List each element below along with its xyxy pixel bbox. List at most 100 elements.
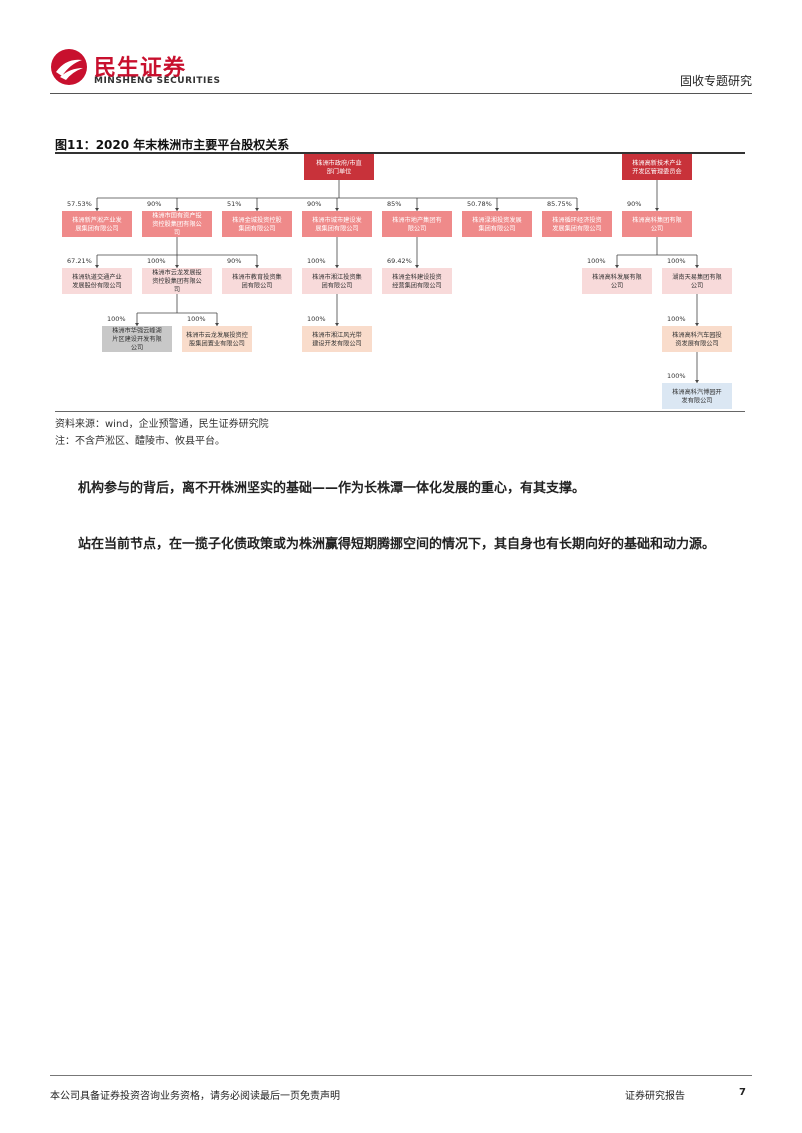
arrow-head <box>335 208 339 211</box>
body-paragraph-1: 机构参与的背后，离不开株洲坚实的基础——作为长株潭一体化发展的重心，有其支撑。 <box>78 481 586 496</box>
ownership-percent: 85% <box>387 200 401 208</box>
org-box-label: 建设开发有限公司 <box>312 339 362 347</box>
org-box-label: 株洲金城投资控股 <box>232 216 282 224</box>
org-box-label: 株洲高科汽车园投 <box>672 331 722 339</box>
org-box-label: 发展股份有限公司 <box>72 281 122 289</box>
ownership-percent: 100% <box>667 315 686 323</box>
org-box-label: 株洲高科汽博园开 <box>672 388 722 396</box>
footer-report-type: 证券研究报告 <box>625 1091 685 1102</box>
org-box-label: 株洲市云龙发展投 <box>152 269 202 277</box>
ownership-percent: 90% <box>627 200 641 208</box>
org-box-label: 公司 <box>131 345 143 352</box>
footer-disclaimer: 本公司具备证券投资咨询业务资格，请务必阅读最后一页免责声明 <box>50 1091 340 1102</box>
org-box-gov <box>304 154 374 180</box>
org-box-label: 限公司 <box>408 224 427 232</box>
org-box-label: 株洲轨道交通产业 <box>72 273 122 281</box>
org-box-label: 株洲市政府/市直 <box>316 159 361 167</box>
org-box-label: 湖南天易集团有限 <box>672 273 722 281</box>
ownership-percent: 50.78% <box>467 200 492 208</box>
org-box-qiche <box>662 326 732 352</box>
org-box-label: 发展集团有限公司 <box>552 224 602 232</box>
org-box-guidao <box>62 268 132 294</box>
arrow-head <box>695 380 699 383</box>
org-box-label: 司 <box>174 230 180 237</box>
ownership-percent: 90% <box>227 257 241 265</box>
org-box-jiaoyu <box>222 268 292 294</box>
footer-divider <box>50 1075 752 1076</box>
org-box-label: 株洲渌湘投资发展 <box>472 216 522 224</box>
org-box-label: 株洲市城市建设发 <box>312 216 362 224</box>
org-box-label: 株洲市湘江投资集 <box>312 273 362 281</box>
org-box-label: 开发区管理委员会 <box>632 167 682 175</box>
arrow-head <box>615 265 619 268</box>
ownership-percent: 100% <box>587 257 606 265</box>
ownership-percent: 57.53% <box>67 200 92 208</box>
ownership-percent: 100% <box>147 257 166 265</box>
org-box-label: 株洲高新技术产业 <box>632 159 682 167</box>
arrow-head <box>415 265 419 268</box>
org-box-dichan <box>382 211 452 237</box>
arrow-head <box>255 265 259 268</box>
org-box-jincheng <box>222 211 292 237</box>
org-box-label: 集团有限公司 <box>238 224 275 232</box>
arrow-head <box>695 265 699 268</box>
org-box-label: 团有限公司 <box>242 281 273 289</box>
org-box-label: 株洲高科发展有限 <box>592 273 642 281</box>
ownership-percent: 100% <box>667 257 686 265</box>
org-box-label: 经营集团有限公司 <box>392 281 442 289</box>
ownership-percent: 85.75% <box>547 200 572 208</box>
org-box-yanjiang <box>542 211 612 237</box>
ownership-percent: 67.21% <box>67 257 92 265</box>
ownership-percent: 69.42% <box>387 257 412 265</box>
org-box-label: 株洲市湘江风光带 <box>312 331 362 339</box>
org-box-chengjian <box>302 211 372 237</box>
ownership-percent: 100% <box>667 372 686 380</box>
ownership-percent: 51% <box>227 200 241 208</box>
arrow-head <box>575 208 579 211</box>
ownership-percent: 100% <box>307 257 326 265</box>
org-box-label: 集团有限公司 <box>478 224 515 232</box>
org-box-label: 株洲市国有资产投 <box>152 212 202 220</box>
figure-top-rule <box>55 152 745 154</box>
arrow-head <box>335 323 339 326</box>
body-paragraph-2: 站在当前节点，在一揽子化债政策或为株洲赢得短期腾挪空间的情况下，其自身也有长期向… <box>78 537 716 552</box>
org-box-label: 资控股集团有限公 <box>152 277 202 285</box>
arrow-head <box>215 323 219 326</box>
org-box-lushu <box>462 211 532 237</box>
page-number: 7 <box>739 1087 746 1098</box>
figure-source: 资料来源：wind，企业预警通，民生证券研究院 <box>55 419 269 430</box>
org-box-label: 株洲新芦淞产业发 <box>72 216 122 224</box>
org-box-jinke <box>382 268 452 294</box>
ownership-percent: 90% <box>147 200 161 208</box>
arrow-head <box>415 208 419 211</box>
org-box-label: 株洲市华强云峰湖 <box>112 327 162 335</box>
ownership-percent: 90% <box>307 200 321 208</box>
org-box-label: 株洲金科建设投资 <box>392 273 442 281</box>
arrow-head <box>175 208 179 211</box>
ownership-percent: 100% <box>307 315 326 323</box>
org-box-hitech <box>622 154 692 180</box>
arrow-head <box>95 265 99 268</box>
org-box-label: 股集团置业有限公司 <box>189 339 245 347</box>
header-divider <box>50 93 752 94</box>
report-section-label: 固收专题研究 <box>679 74 752 88</box>
org-box-label: 发有限公司 <box>682 396 713 404</box>
org-box-label: 公司 <box>691 282 703 289</box>
org-box-label: 部门单位 <box>327 167 352 175</box>
org-box-xiangjiang <box>302 268 372 294</box>
org-box-label: 团有限公司 <box>322 281 353 289</box>
org-box-label: 株洲市地产集团有 <box>392 216 442 224</box>
org-box-gaoke <box>622 211 692 237</box>
org-box-label: 司 <box>174 287 180 294</box>
figure-note: 注：不含芦淞区、醴陵市、攸县平台。 <box>55 436 225 447</box>
org-box-label: 株洲高科集团有限 <box>632 216 682 224</box>
org-box-fengguang <box>302 326 372 352</box>
ownership-percent: 100% <box>107 315 126 323</box>
org-box-gaokefz <box>582 268 652 294</box>
org-box-label: 公司 <box>611 282 623 289</box>
arrow-head <box>255 208 259 211</box>
arrow-head <box>655 208 659 211</box>
minsheng-logo-icon <box>51 49 87 85</box>
arrow-head <box>495 208 499 211</box>
arrow-head <box>695 323 699 326</box>
